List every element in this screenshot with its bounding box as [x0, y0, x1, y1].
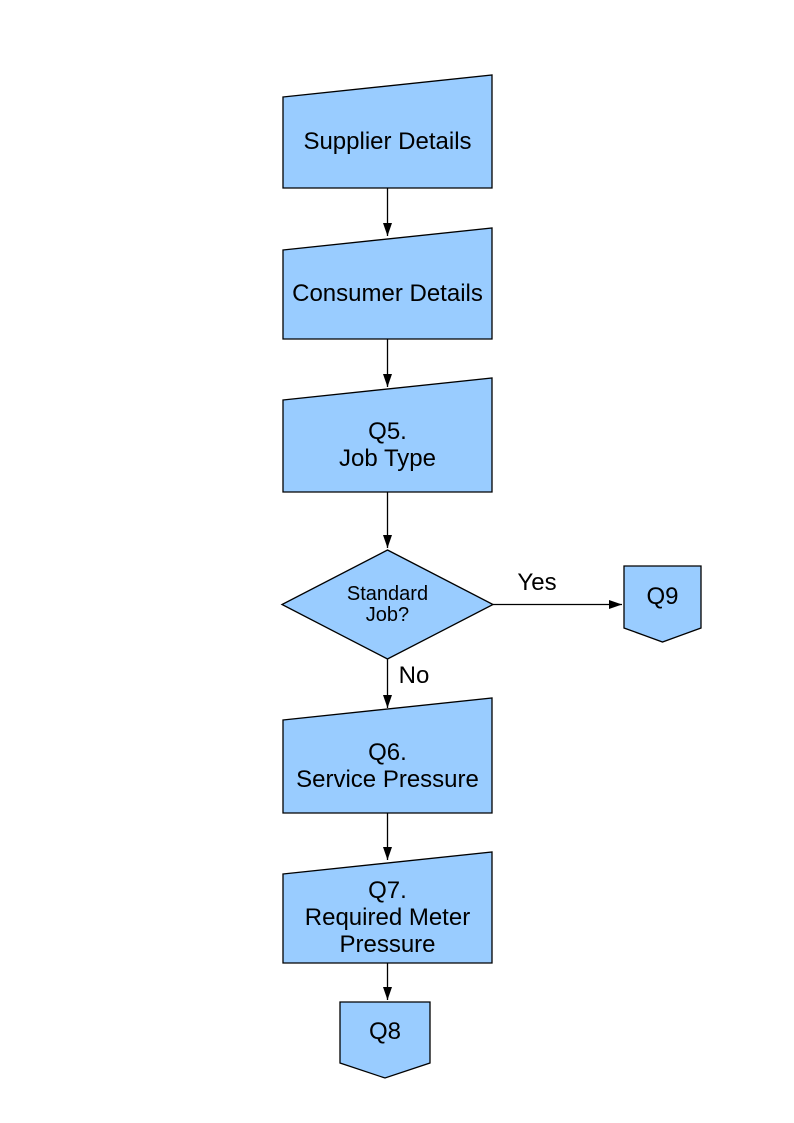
label-q9: Q9	[646, 582, 679, 610]
label-q5-job-type: Q5. Job Type	[339, 418, 436, 472]
node-q9-connector	[623, 565, 702, 643]
node-standard-job-decision	[280, 549, 495, 660]
label-standard-job-decision: Standard Job?	[346, 582, 429, 626]
label-q8: Q8	[368, 1018, 401, 1046]
node-q8-connector	[339, 1001, 431, 1079]
label-q6-service-pressure: Q6. Service Pressure	[296, 738, 479, 793]
label-q7-required-meter-pressure: Q7. Required Meter Pressure	[304, 877, 471, 958]
label-consumer-details: Consumer Details	[292, 280, 483, 308]
node-q6-service-pressure	[282, 697, 493, 814]
node-q5-job-type	[282, 377, 493, 493]
label-edge-yes: Yes	[517, 568, 557, 596]
label-edge-no: No	[398, 661, 430, 689]
node-consumer-details	[282, 227, 493, 340]
node-supplier-details	[282, 74, 493, 189]
label-supplier-details: Supplier Details	[303, 128, 472, 156]
node-q7-required-meter-pressure	[282, 851, 493, 964]
